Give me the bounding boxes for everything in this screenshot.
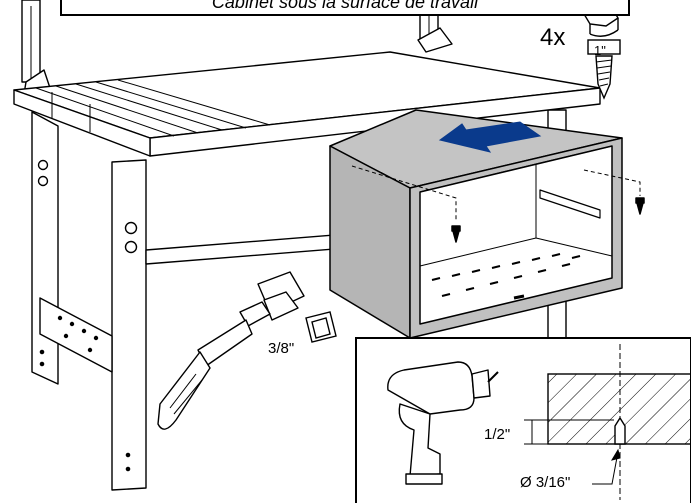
pilot-hole [614, 416, 626, 445]
back-upright-left [21, 0, 41, 83]
page-title: Cabinet sous la surface de travail [211, 0, 479, 12]
cabinet-shelf [419, 237, 613, 267]
side-stretcher [39, 297, 113, 373]
socket-bit-icon [305, 311, 337, 343]
lag-screw-icon [583, 5, 621, 100]
rear-bracket [539, 189, 601, 219]
title-banner: Cabinet sous la surface de travail [60, 0, 630, 16]
hole-depth-label: 1/2" [484, 426, 511, 443]
screw-icon [635, 197, 645, 215]
bit-size-label: 3/8" [268, 340, 295, 357]
drilling-detail-inset [355, 337, 691, 503]
worktop-side-face [13, 89, 151, 157]
screw-icon [451, 225, 461, 243]
nut-driver-icon [157, 271, 305, 430]
stretcher-holes [57, 315, 99, 353]
screw-quantity-label: 4x [540, 24, 566, 51]
shelf-slots [431, 253, 581, 297]
hole-diameter-label: Ø 3/16" [520, 474, 571, 491]
front-leg-right [111, 159, 147, 491]
slide-direction-arrow [438, 121, 542, 153]
upright-bracket-right [417, 27, 453, 53]
depth-dimension [524, 419, 614, 445]
cordless-drill-icon [387, 361, 499, 485]
mounting-guides [351, 165, 641, 222]
diameter-leader [592, 448, 621, 485]
front-leg-left [31, 111, 59, 385]
screw-length-label: 1" [594, 43, 606, 58]
worktop-board-lines [35, 79, 271, 137]
